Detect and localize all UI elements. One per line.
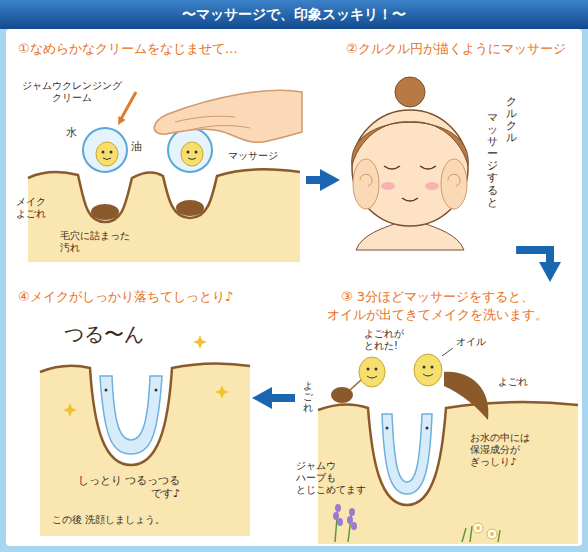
sparkle xyxy=(215,385,229,399)
illustration-label: 油 xyxy=(131,140,142,153)
illustration-label: この後 洗顔しましょう。 xyxy=(52,514,165,526)
skin-layer xyxy=(28,169,300,262)
water-bubble xyxy=(83,128,127,172)
hand xyxy=(154,90,302,142)
water-character xyxy=(100,376,162,454)
vertical-note: よごれ xyxy=(303,380,313,413)
oil-character xyxy=(414,354,442,386)
title-text: 〜マッサージで、印象スッキリ！〜 xyxy=(0,0,588,29)
eye xyxy=(367,368,370,371)
illustration-label: 毛穴に詰まった 汚れ xyxy=(60,230,140,254)
sparkle xyxy=(63,403,77,417)
cheek xyxy=(381,182,395,190)
vertical-note: クルクル xyxy=(506,96,517,144)
step-panel: ③ 3分ほどマッサージをすると、 オイルが出てきてメイクを洗います。 xyxy=(295,282,580,544)
illustration-label: オイル xyxy=(456,336,486,348)
eye xyxy=(110,151,113,154)
lavender-flower xyxy=(333,504,357,530)
hair-bun xyxy=(395,77,425,107)
pointer-head xyxy=(118,116,126,125)
shoulders xyxy=(356,224,464,250)
mouth xyxy=(188,158,196,160)
eye xyxy=(423,366,426,369)
vertical-note: マッサージすると xyxy=(487,112,498,209)
illustration-label: メイク よごれ xyxy=(16,196,54,220)
illustration-label: マッサージ xyxy=(228,150,278,162)
mouth xyxy=(402,198,418,201)
skin-surface xyxy=(40,363,250,465)
step-heading: ①なめらかなクリームをなじませて… xyxy=(18,40,300,58)
illustration-label: しっとり つるっつる です♪ xyxy=(56,474,180,500)
skin-surface xyxy=(28,169,300,222)
sparkle xyxy=(193,335,207,349)
flow-arrow xyxy=(516,250,550,262)
eye xyxy=(187,151,190,154)
pointer-arrow xyxy=(121,92,136,119)
oil-character xyxy=(359,357,385,387)
step-heading: ③ 3分ほどマッサージをすると、 オイルが出てきてメイクを洗います。 xyxy=(301,288,574,323)
hand xyxy=(441,159,467,209)
flow-arrow xyxy=(272,394,295,402)
illustration-label: ジャムウ ハーブも とじこめてます xyxy=(296,460,370,496)
illustration-label: お水の中には 保湿成分が ぎっしり♪ xyxy=(470,432,554,468)
step-panel: ④メイクがしっかり落ちてしっとり♪ xyxy=(12,282,252,544)
hand xyxy=(353,159,379,209)
water-bubble xyxy=(168,128,212,172)
cheek xyxy=(425,182,439,190)
pore-dirt xyxy=(91,204,119,220)
title-band: 〜マッサージで、印象スッキリ！〜 xyxy=(0,0,588,29)
eye xyxy=(386,427,389,430)
step-heading: ②クルクル円が描くようにマッサージ xyxy=(346,40,572,58)
illustration-label: つる〜ん xyxy=(64,322,144,346)
oil-drop xyxy=(96,142,118,166)
step-panel: ②クルクル円が描くようにマッサージ xyxy=(340,34,578,250)
water-character xyxy=(382,414,432,494)
step-panel: ①なめらかなクリームをなじませて… xyxy=(12,34,306,264)
eye xyxy=(195,151,198,154)
finger-lines xyxy=(175,116,250,130)
skin-layer xyxy=(318,402,578,544)
hair xyxy=(352,122,468,165)
eye xyxy=(155,389,158,392)
eye xyxy=(105,389,108,392)
pore-dirt xyxy=(176,200,204,216)
eye xyxy=(102,151,105,154)
flower xyxy=(473,523,497,539)
eye xyxy=(426,427,429,430)
face xyxy=(352,110,468,226)
mouth xyxy=(103,158,111,160)
illustration-label: ジャムウクレンジング クリーム xyxy=(18,80,126,104)
closed-eyes xyxy=(384,166,436,169)
flow-arrow xyxy=(306,176,320,184)
illustration-label: 水 xyxy=(66,126,77,139)
illustration-label: よごれが とれた! xyxy=(364,328,418,352)
mouth xyxy=(423,374,433,376)
arm xyxy=(350,380,361,390)
dirt xyxy=(444,372,488,420)
skin-layer xyxy=(40,363,250,536)
eye xyxy=(375,368,378,371)
mouth xyxy=(367,376,377,378)
panel-ground xyxy=(6,29,582,546)
step-heading: ④メイクがしっかり落ちてしっとり♪ xyxy=(18,288,246,306)
swirl xyxy=(360,174,460,186)
illustration-label: よごれ xyxy=(498,376,528,388)
oil-drop xyxy=(181,142,203,166)
eye xyxy=(431,366,434,369)
leader-line xyxy=(442,348,453,356)
